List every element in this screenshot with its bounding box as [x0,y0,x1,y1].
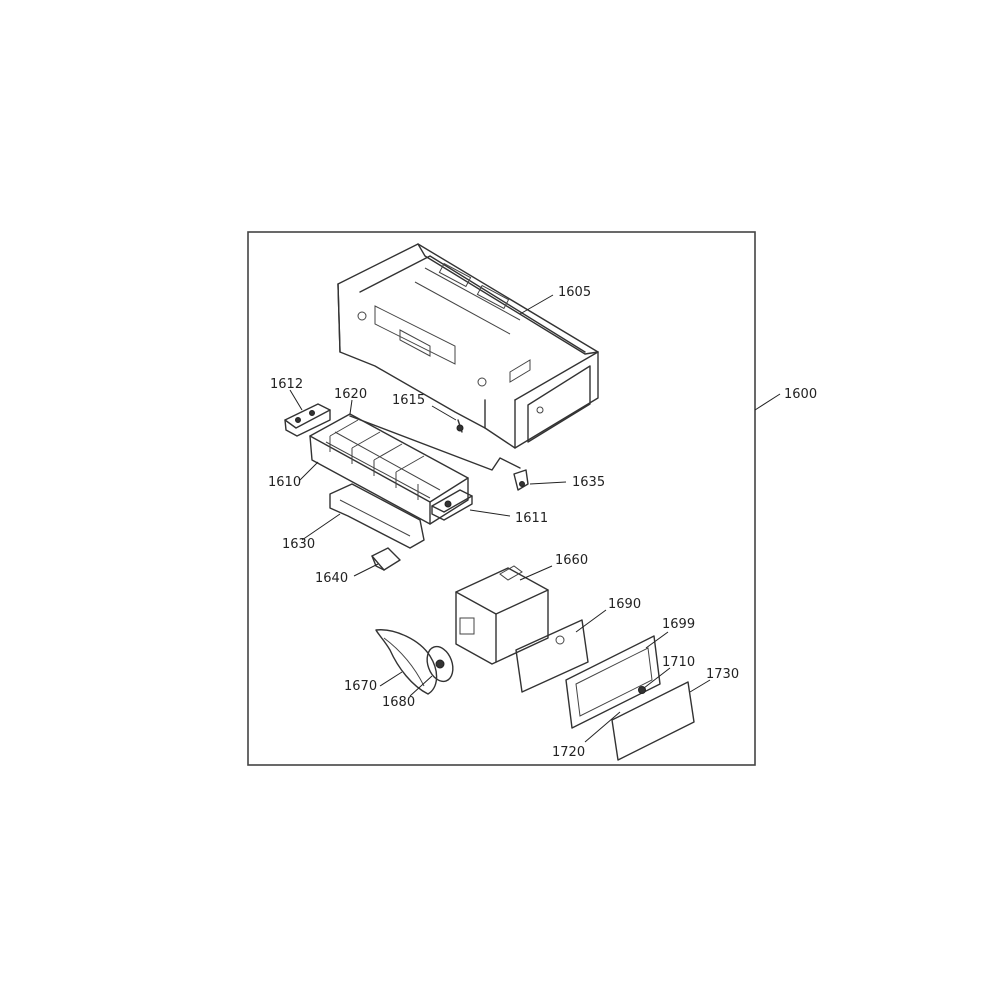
part-1635-clip [513,469,529,491]
leader-1611 [469,509,511,517]
part-1730-panel [611,681,695,761]
leader-1720 [584,711,621,743]
callout-1635: 1635 [572,475,605,490]
callout-1600: 1600 [784,387,817,402]
callout-1710: 1710 [662,655,695,670]
callout-1640: 1640 [315,571,348,586]
leader-1605 [519,294,554,315]
callout-1612: 1612 [270,377,303,392]
callout-1605: 1605 [558,285,591,300]
part-1612 [284,403,331,437]
callout-1630: 1630 [282,537,315,552]
leader-1635 [529,481,567,485]
part-1630-bracket [329,483,425,549]
part-1640 [371,547,401,571]
part-1710 [638,686,646,694]
callout-1699: 1699 [662,617,695,632]
callout-1730: 1730 [706,667,739,682]
part-1699-cover [565,635,661,729]
leader-1670 [379,671,403,687]
leader-1699 [645,631,669,649]
diagram-frame [247,231,756,766]
part-1680-hub [426,645,454,683]
callout-1690: 1690 [608,597,641,612]
leader-lines [289,294,781,743]
part-1605-housing [337,243,599,449]
callout-1660: 1660 [555,553,588,568]
part-1610-ice-tray [309,413,469,525]
leader-1690 [575,609,607,633]
callout-1610: 1610 [268,475,301,490]
leader-1730 [689,679,711,693]
part-1690-plate [515,619,589,693]
part-1670-blade [375,629,438,695]
leader-1680 [409,675,433,697]
callout-1611: 1611 [515,511,548,526]
leader-1620 [349,399,353,415]
callout-1615: 1615 [392,393,425,408]
leader-1610 [299,461,319,481]
callout-labels: 1605 1612 1620 1615 1610 1635 1611 1630 … [268,285,817,760]
part-1615-screw [456,419,464,433]
callout-1720: 1720 [552,745,585,760]
callout-1670: 1670 [344,679,377,694]
callout-1620: 1620 [334,387,367,402]
part-1611 [431,489,473,521]
leader-1660 [519,565,553,581]
leader-1600 [754,393,781,411]
leader-1640 [353,563,379,577]
callout-1680: 1680 [382,695,415,710]
part-1660-motor [455,565,549,665]
leader-1710 [643,667,671,689]
leader-1612 [289,389,303,411]
part-1620-shaft [349,415,521,471]
leader-1630 [301,513,341,541]
leader-1615 [431,405,457,421]
